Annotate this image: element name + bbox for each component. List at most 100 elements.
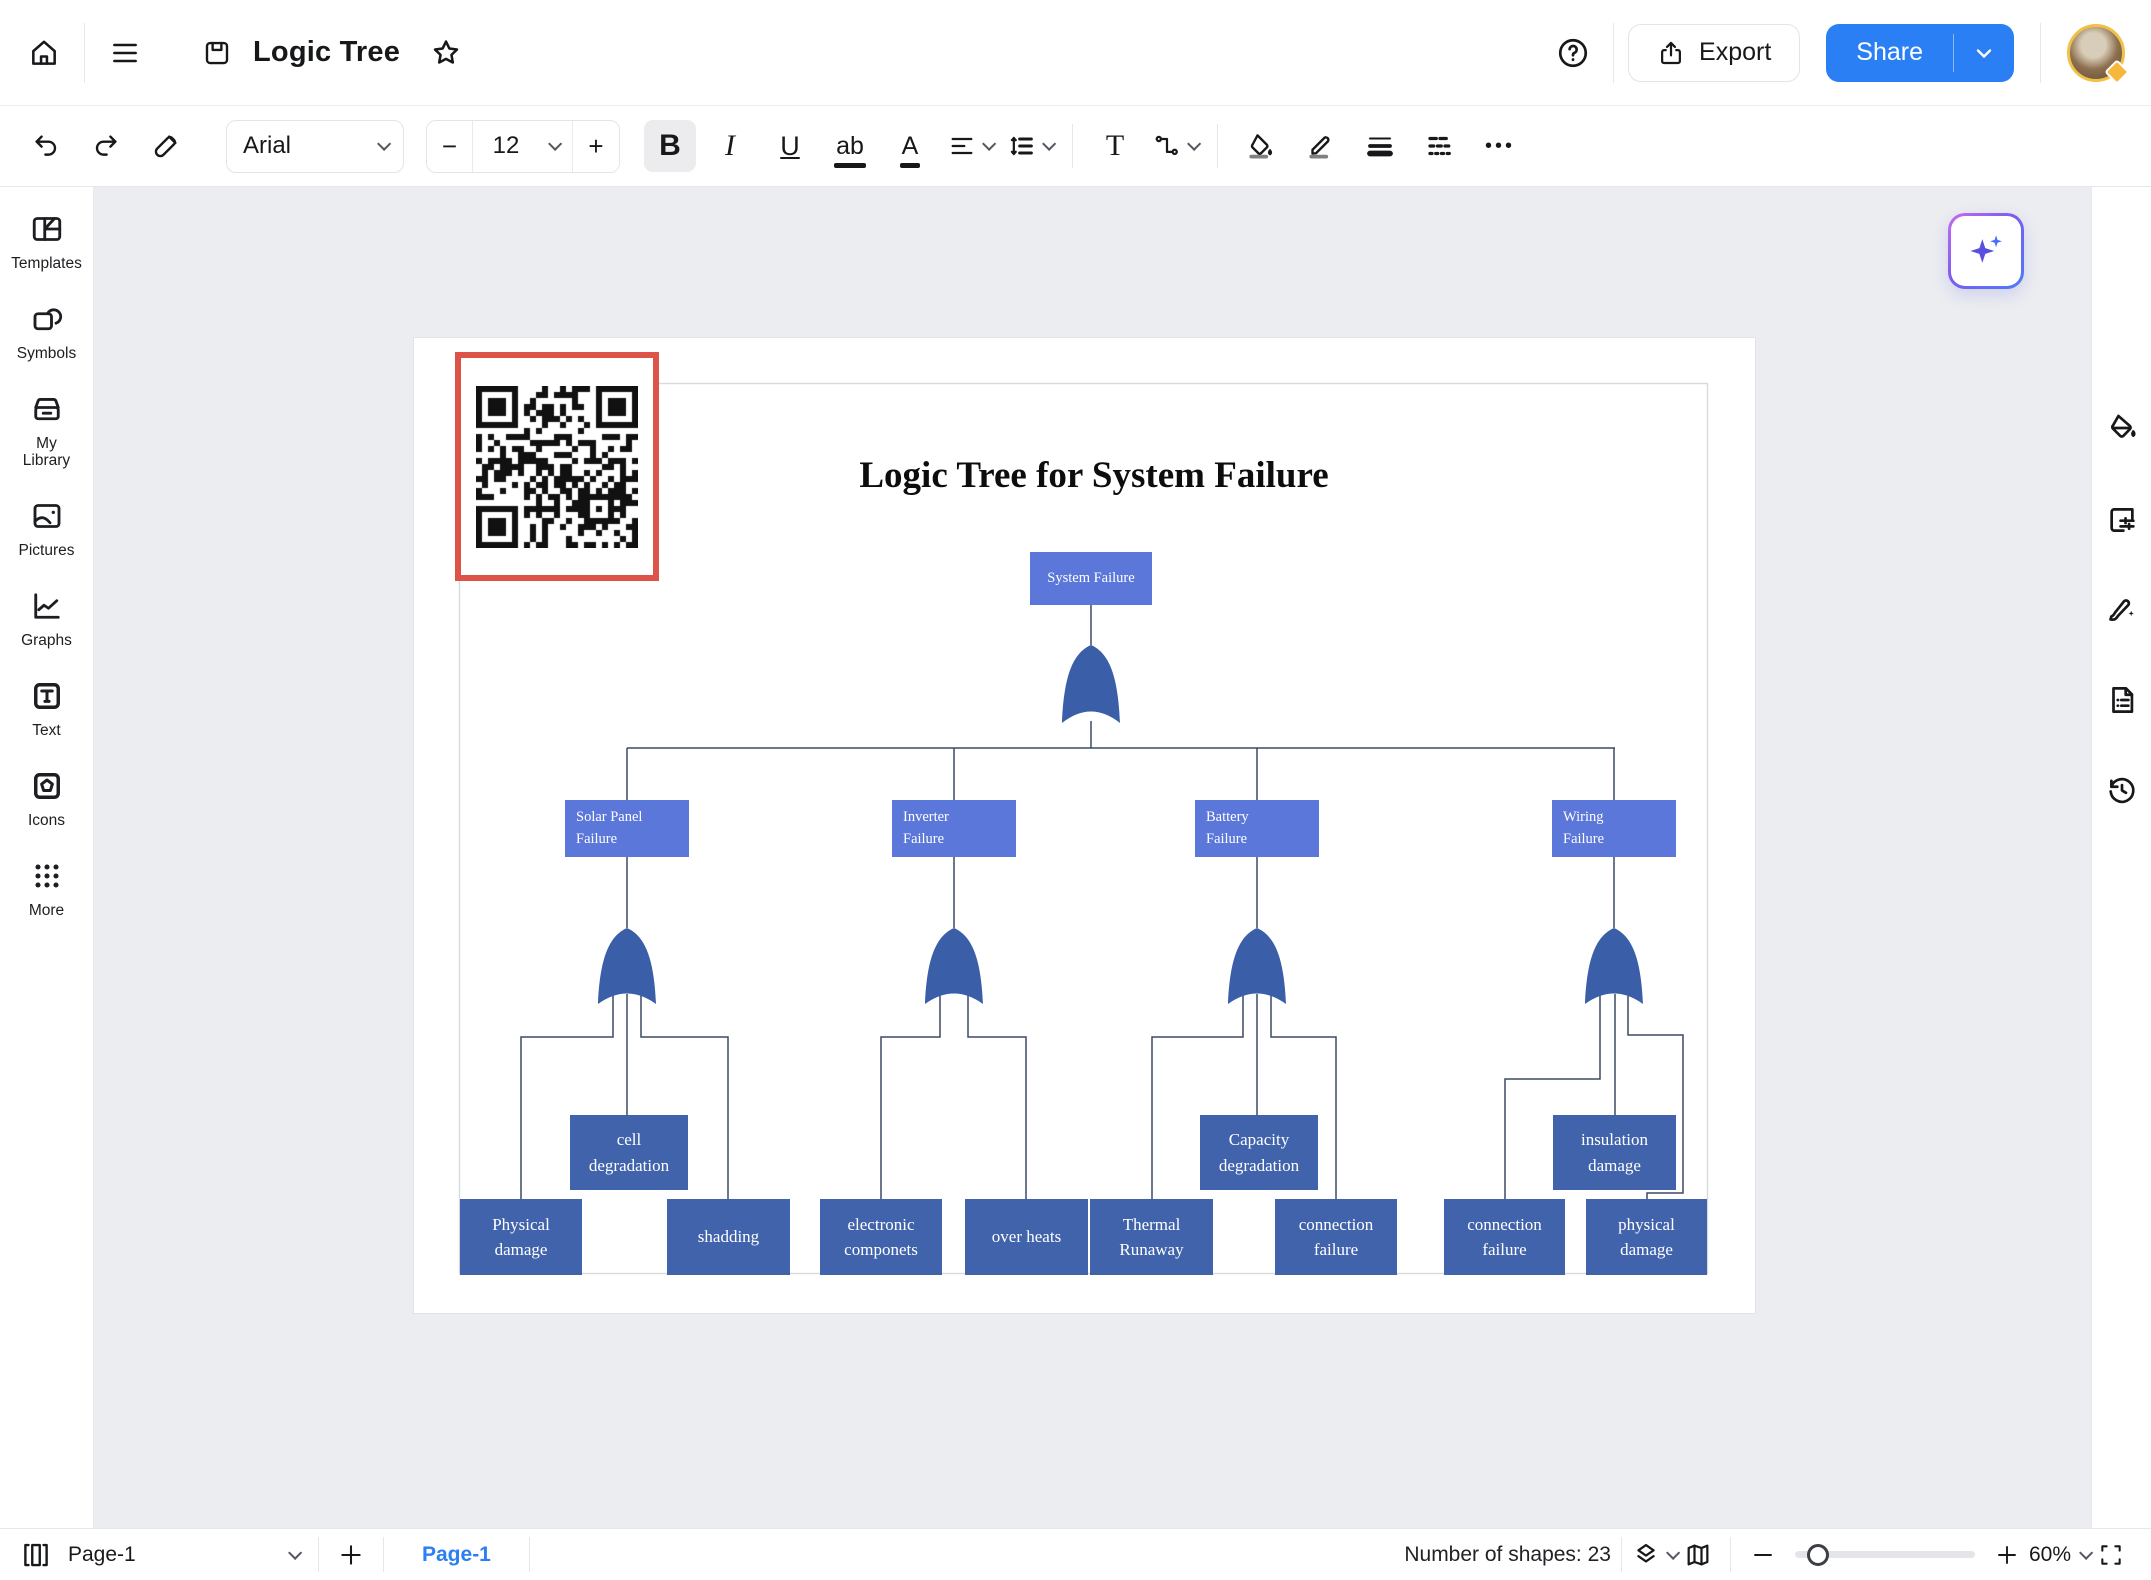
tab-page-1[interactable]: Page-1: [422, 1542, 491, 1566]
node-over-heats[interactable]: over heats: [965, 1199, 1088, 1275]
selection-box[interactable]: [455, 352, 659, 581]
symbols-icon: [29, 301, 65, 337]
help-button[interactable]: [1547, 27, 1599, 79]
zoom-level-select[interactable]: 60%: [2028, 1535, 2094, 1575]
text-tool-button[interactable]: T: [1089, 120, 1141, 172]
sidebar-item-pictures[interactable]: Pictures: [4, 488, 90, 572]
chevron-down-icon: [377, 136, 392, 151]
chevron-down-icon[interactable]: [539, 120, 573, 172]
zoom-slider[interactable]: [1794, 1543, 1975, 1566]
connector-tool-button[interactable]: [1149, 120, 1202, 172]
sidebar-item-icons[interactable]: Icons: [4, 758, 90, 842]
node-connection-failure-2[interactable]: connection failure: [1444, 1199, 1565, 1275]
node-thermal-runaway[interactable]: Thermal Runaway: [1090, 1199, 1213, 1275]
font-family-select[interactable]: Arial: [226, 119, 404, 173]
divider: [1217, 124, 1218, 168]
node-cell-degradation[interactable]: cell degradation: [570, 1115, 688, 1190]
redo-button[interactable]: [80, 120, 132, 172]
right-sidebar: [2091, 187, 2151, 1528]
node-physical-damage[interactable]: Physical damage: [460, 1199, 582, 1275]
canvas-area[interactable]: Logic Tree for System Failure System Fai…: [94, 187, 2091, 1528]
zoom-in-button[interactable]: [1985, 1535, 2029, 1575]
sidebar-item-more[interactable]: More: [4, 848, 90, 932]
page-settings-button[interactable]: [2099, 497, 2145, 543]
save-button[interactable]: [191, 27, 243, 79]
italic-button[interactable]: I: [704, 120, 756, 172]
font-color-icon: A: [899, 131, 921, 168]
library-icon: [29, 391, 65, 427]
underline-button[interactable]: U: [764, 120, 816, 172]
history-button[interactable]: [2099, 767, 2145, 813]
node-physical-damage-2[interactable]: physical damage: [1586, 1199, 1707, 1275]
font-size-value[interactable]: 12: [473, 120, 539, 172]
divider: [1613, 22, 1615, 83]
divider: [1072, 124, 1073, 168]
page-panel-button[interactable]: [14, 1535, 58, 1575]
node-shadding[interactable]: shadding: [667, 1199, 790, 1275]
theme-button[interactable]: [2099, 587, 2145, 633]
format-painter-button[interactable]: [140, 120, 192, 172]
minimap-button[interactable]: [1676, 1535, 1720, 1575]
history-icon: [2105, 773, 2139, 807]
divider: [318, 1537, 319, 1572]
layers-button[interactable]: [1632, 1535, 1681, 1575]
layers-icon: [1632, 1541, 1660, 1569]
diagram-title[interactable]: Logic Tree for System Failure: [859, 455, 1329, 496]
font-size-increase-button[interactable]: +: [573, 120, 619, 172]
node-wiring-failure[interactable]: Wiring Failure: [1552, 800, 1676, 857]
plus-icon: [1995, 1543, 2019, 1567]
line-weight-button[interactable]: [1354, 120, 1406, 172]
node-battery-failure[interactable]: Battery Failure: [1195, 800, 1319, 857]
favorite-button[interactable]: [420, 27, 472, 79]
avatar[interactable]: [2067, 23, 2130, 85]
document-notes-icon: [2105, 683, 2139, 717]
more-grid-icon: [29, 858, 65, 894]
or-gate: [1062, 645, 1120, 723]
sidebar-item-my-library[interactable]: My Library: [4, 381, 90, 483]
fill-color-button[interactable]: [1234, 120, 1286, 172]
fill-bucket-icon: [2105, 411, 2139, 445]
add-page-button[interactable]: [329, 1535, 373, 1575]
node-solar-panel-failure[interactable]: Solar Panel Failure: [565, 800, 689, 857]
sidebar-item-graphs[interactable]: Graphs: [4, 578, 90, 662]
node-insulation-damage[interactable]: insulation damage: [1553, 1115, 1676, 1190]
zoom-slider-knob[interactable]: [1806, 1543, 1829, 1566]
undo-button[interactable]: [20, 120, 72, 172]
menu-button[interactable]: [99, 27, 151, 79]
highlight-button[interactable]: ab: [824, 120, 876, 172]
bold-button[interactable]: B: [644, 120, 696, 172]
line-style-button[interactable]: [1414, 120, 1466, 172]
ai-assistant-button[interactable]: [1948, 213, 2024, 289]
fullscreen-button[interactable]: [2089, 1535, 2133, 1575]
line-color-button[interactable]: [1294, 120, 1346, 172]
sidebar-item-templates[interactable]: Templates: [4, 201, 90, 285]
node-system-failure[interactable]: System Failure: [1030, 552, 1152, 605]
pictures-icon: [29, 498, 65, 534]
font-size-decrease-button[interactable]: −: [427, 120, 473, 172]
more-tools-button[interactable]: •••: [1474, 120, 1526, 172]
node-electronic-componets[interactable]: electronic componets: [820, 1199, 942, 1275]
fill-style-button[interactable]: [2099, 405, 2145, 451]
or-gate: [1228, 928, 1286, 1004]
zoom-level-value: 60%: [2028, 1542, 2071, 1566]
chevron-down-icon: [288, 1545, 303, 1560]
node-inverter-failure[interactable]: Inverter Failure: [892, 800, 1016, 857]
connector-icon: [1153, 132, 1181, 160]
sidebar-item-symbols[interactable]: Symbols: [4, 291, 90, 375]
share-dropdown[interactable]: [1954, 24, 2014, 82]
node-capacity-degradation[interactable]: Capacity degradation: [1200, 1115, 1318, 1190]
home-button[interactable]: [18, 27, 70, 79]
text-align-button[interactable]: [944, 120, 997, 172]
sidebar-item-text[interactable]: Text: [4, 668, 90, 752]
drawing-page[interactable]: Logic Tree for System Failure System Fai…: [414, 338, 1755, 1313]
qr-code[interactable]: [476, 385, 638, 548]
export-button[interactable]: Export: [1628, 23, 1801, 82]
page-selector[interactable]: Page-1: [58, 1543, 308, 1567]
font-color-button[interactable]: A: [884, 120, 936, 172]
node-connection-failure-1[interactable]: connection failure: [1275, 1199, 1397, 1275]
line-spacing-button[interactable]: [1004, 120, 1057, 172]
notes-button[interactable]: [2099, 677, 2145, 723]
share-split-button[interactable]: Share: [1826, 23, 2014, 82]
zoom-out-button[interactable]: [1741, 1535, 1785, 1575]
